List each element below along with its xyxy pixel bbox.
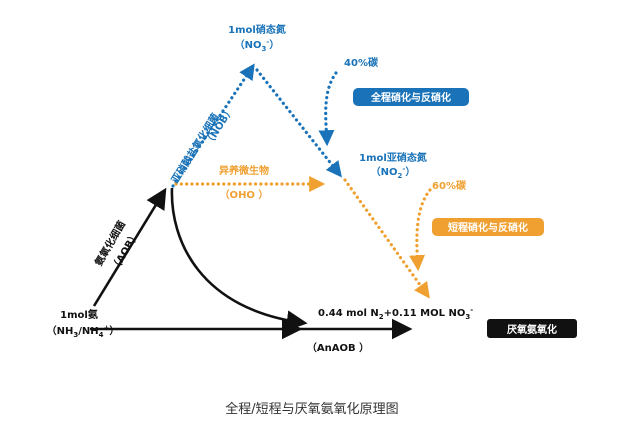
short-process-badge [432,218,544,236]
denitrify-orange-dotted-arrow [343,178,430,299]
ammonia-label: 1mol氨 [60,308,98,321]
full-process-badge [353,88,469,106]
carbon40-label: 40%碳 [344,56,379,69]
aob-arrow [92,187,167,307]
figure-caption: 全程/短程与厌氧氨氧化原理图 [225,401,398,417]
nitrite-formula: （NO2-） [371,165,416,180]
curve-to-anaob-arrow [170,187,308,332]
denitrify-blue-dotted-arrow [255,68,342,178]
anaob-label: （AnAOB ） [307,341,369,354]
full-process-badge-label: 全程硝化与反硝化 [370,91,451,104]
nitrate-formula: （NO3-） [235,38,280,53]
oho-abbr-label: （OHO ） [220,188,269,201]
carbon40-dotted-arrow [318,71,338,147]
anammox-badge [487,319,577,338]
product-formula: 0.44 mol N2+0.11 MOL NO3- [318,306,473,321]
nitrite-label: 1mol亚硝态氮 [359,151,427,164]
anammox-badge-label: 厌氧氨氧化 [507,323,557,336]
short-process-badge-label: 短程硝化与反硝化 [448,221,528,234]
oho-name-label: 异养微生物 [219,164,269,177]
carbon60-dotted-arrow [409,188,432,272]
nitrate-label: 1mol硝态氮 [228,23,286,36]
nob-name-label: 亚硝酸盐氧化细菌 [168,111,221,186]
carbon60-label: 60%碳 [432,179,467,192]
ammonia-formula: （NH3/NH4+） [47,324,120,339]
